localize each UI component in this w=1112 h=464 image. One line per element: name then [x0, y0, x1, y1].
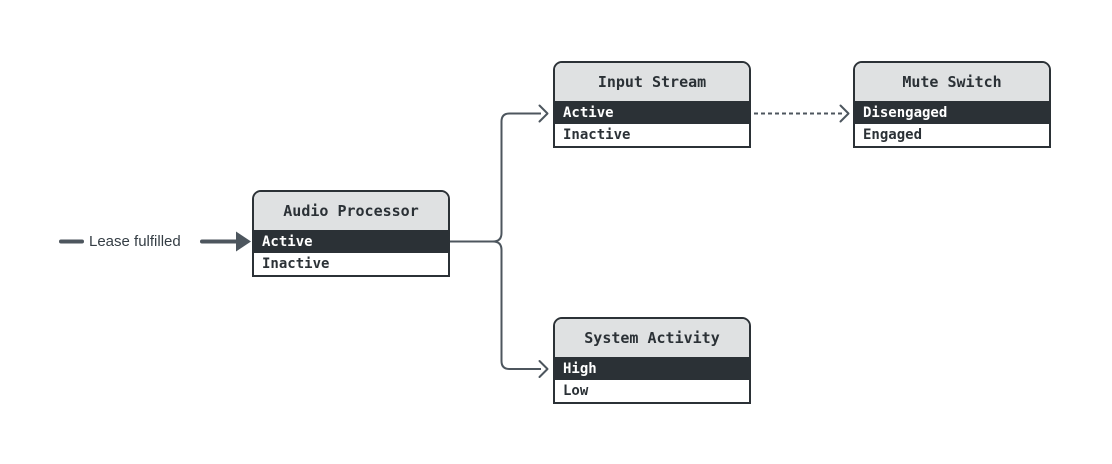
- system-activity-arrowhead: [538, 360, 549, 378]
- state-row: Disengaged: [855, 101, 1049, 124]
- node-title: Audio Processor: [254, 192, 448, 230]
- node-audio-processor: Audio Processor Active Inactive: [252, 190, 450, 277]
- state-row: Engaged: [855, 124, 1049, 146]
- node-title: Input Stream: [555, 63, 749, 101]
- node-system-activity: System Activity High Low: [553, 317, 751, 404]
- node-input-stream: Input Stream Active Inactive: [553, 61, 751, 148]
- state-row: Low: [555, 380, 749, 402]
- input-stream-arrowhead: [538, 104, 549, 123]
- state-row: Inactive: [254, 253, 448, 275]
- node-mute-switch: Mute Switch Disengaged Engaged: [853, 61, 1051, 148]
- state-row: Inactive: [555, 124, 749, 146]
- mute-switch-arrowhead: [839, 104, 850, 123]
- state-row: Active: [555, 101, 749, 124]
- lease-arrowhead: [236, 231, 251, 252]
- state-row: High: [555, 357, 749, 380]
- state-row: Active: [254, 230, 448, 253]
- node-title: System Activity: [555, 319, 749, 357]
- edge-to-input-stream: [492, 112, 541, 243]
- edge-label-lease-fulfilled: Lease fulfilled: [89, 233, 181, 250]
- edge-to-system-activity: [492, 240, 541, 370]
- node-title: Mute Switch: [855, 63, 1049, 101]
